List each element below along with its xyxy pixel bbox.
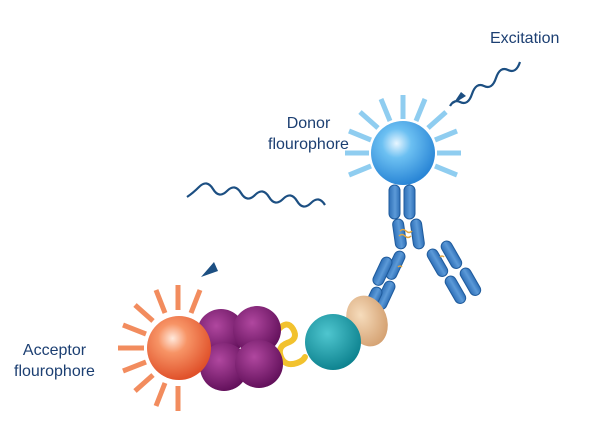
fret-transfer-wavy-arrow-icon (186, 182, 326, 277)
acceptor-label-line-1: Acceptor (22, 342, 87, 359)
donor-label: Donor flourophore (268, 113, 349, 155)
purple-protein-complex (197, 306, 283, 391)
excitation-wavy-arrow-icon (449, 61, 522, 107)
donor-fluorophore (371, 121, 435, 185)
acceptor-rays (118, 285, 203, 411)
donor-label-line-1: Donor (286, 115, 331, 132)
antibody-icon (362, 184, 482, 316)
acceptor-label-line-2: flourophore (14, 363, 95, 380)
teal-protein (305, 314, 361, 370)
donor-rays (345, 95, 461, 178)
donor-label-line-2: flourophore (268, 136, 349, 153)
excitation-label: Excitation (490, 30, 560, 47)
acceptor-label: Acceptor flourophore (14, 340, 95, 382)
acceptor-fluorophore (147, 316, 211, 380)
linker (274, 321, 308, 368)
disulfide-bond-marks (397, 228, 445, 268)
